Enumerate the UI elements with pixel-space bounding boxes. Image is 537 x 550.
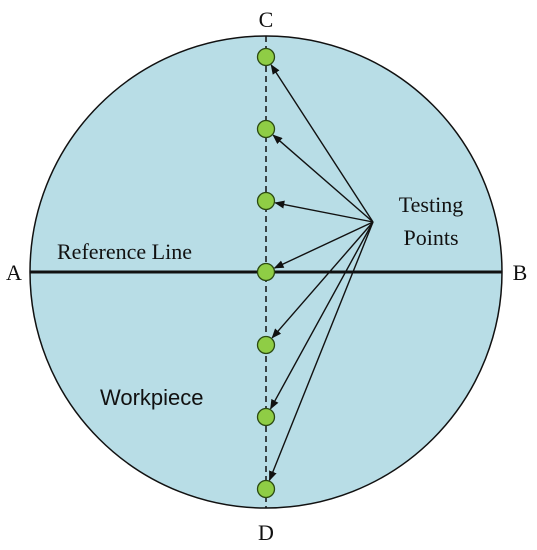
testing-point-arrow <box>272 134 374 223</box>
point-label-c: C <box>259 7 274 32</box>
testing-point-arrow <box>273 221 374 269</box>
testing-point <box>256 407 276 427</box>
point-label-b: B <box>513 260 528 285</box>
testing-point-arrow <box>270 64 374 223</box>
testing-point-arrow <box>271 221 374 339</box>
workpiece-label: Workpiece <box>100 385 204 410</box>
testing-point <box>256 47 276 67</box>
testing-point-arrow <box>274 200 374 223</box>
point-label-d: D <box>258 520 274 545</box>
point-label-a: A <box>6 260 22 285</box>
testing-point <box>256 191 276 211</box>
testing-point <box>256 335 276 355</box>
reference-line-label: Reference Line <box>57 239 192 264</box>
testing-point <box>256 262 276 282</box>
testing-points-label-line2: Points <box>403 225 458 250</box>
testing-point-arrow <box>268 221 374 482</box>
testing-points-label-line1: Testing <box>399 192 463 217</box>
testing-points <box>256 47 276 499</box>
testing-point-arrow <box>269 221 374 410</box>
testing-point <box>256 479 276 499</box>
testing-point <box>256 119 276 139</box>
testing-point-arrows <box>268 64 374 482</box>
